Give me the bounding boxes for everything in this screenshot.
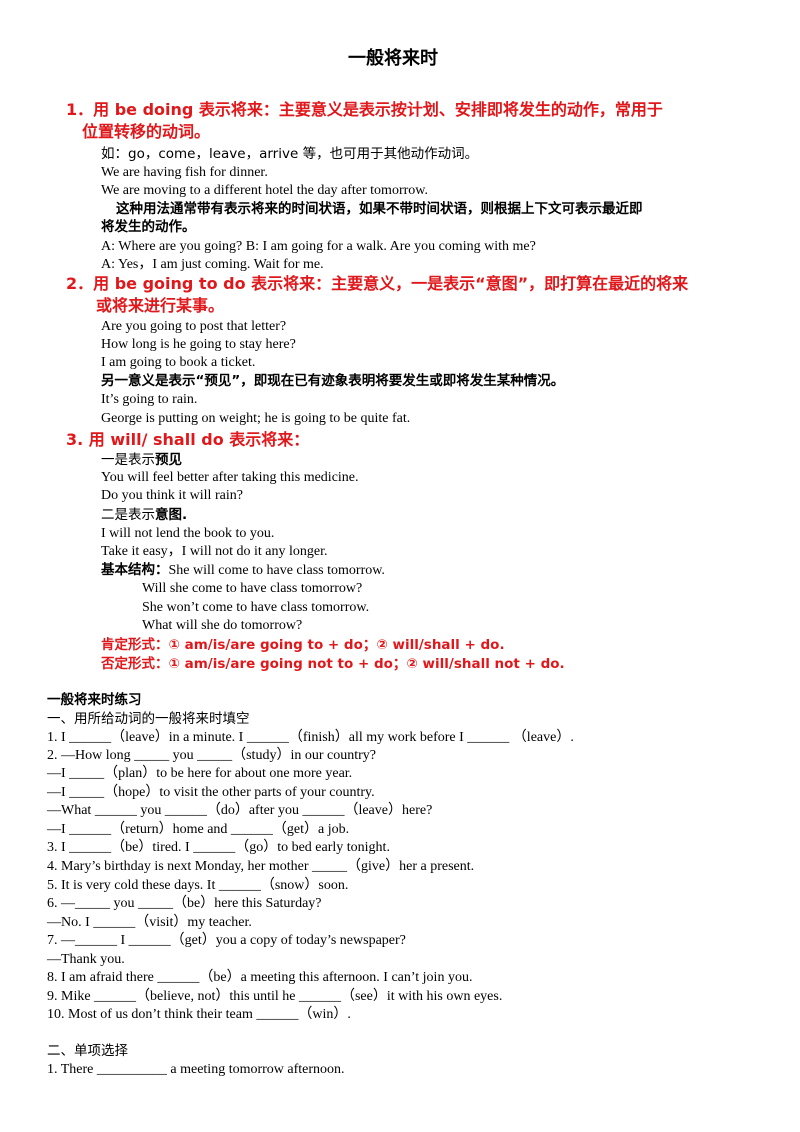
section2-example-5: George is putting on weight; he is going… [101,411,411,426]
section3-example-2: Do you think it will rain? [101,488,243,503]
section3-example-3: I will not lend the book to you. [101,526,275,541]
section2-example-4: It’s going to rain. [101,392,198,407]
section3-basic-structure: 基本结构：She will come to have class tomorro… [101,561,385,580]
exercise-line: —No. I ______（visit）my teacher. [47,915,252,930]
exercise-line: —I _____（plan）to be here for about one m… [47,766,353,781]
section2-example-2: How long is he going to stay here? [101,337,296,352]
exercise-line: 6. —_____ you _____（be）here this Saturda… [47,896,322,911]
exercise-line: —I ______（return）home and ______（get）a j… [47,822,350,837]
section2-example-1: Are you going to post that letter? [101,319,287,334]
section3-prediction-label: 一是表示预见 [101,451,182,469]
section3-heading: 3. 用 will/ shall do 表示将来： [66,430,310,449]
basic-structure-2: Will she come to have class tomorrow? [142,581,363,596]
section1-example-1: We are having fish for dinner. [101,165,268,180]
prediction-prefix: 一是表示 [101,452,155,468]
exercise-line: 4. Mary’s birthday is next Monday, her m… [47,859,475,874]
section2-example-3: I am going to book a ticket. [101,355,256,370]
section2-heading-cont: 或将来进行某事。 [96,296,225,315]
page-title: 一般将来时 [348,48,438,69]
exercise-line: 1. I ______（leave）in a minute. I ______（… [47,730,574,745]
exercise-line: 5. It is very cold these days. It ______… [47,878,349,893]
section1-heading-cont: 位置转移的动词。 [82,122,211,141]
exercise-line: —Thank you. [47,952,125,967]
basic-structure-4: What will she do tomorrow? [142,618,303,633]
part2-title: 二、单项选择 [47,1043,128,1059]
exercise-line: 10. Most of us don’t think their team __… [47,1007,351,1022]
exercise-line: 2. —How long _____ you _____（study）in ou… [47,748,376,763]
exercise-line: 7. —______ I ______（get）you a copy of to… [47,933,406,948]
section1-dialog-a: A: Where are you going? B: I am going fo… [101,239,536,254]
section2-heading: 2．用 be going to do 表示将来：主要意义，一是表示“意图”，即打… [66,274,689,293]
section3-example-4: Take it easy，I will not do it any longer… [101,544,328,559]
basic-structure-3: She won’t come to have class tomorrow. [142,600,370,615]
basic-structure-1: She will come to have class tomorrow. [168,563,385,578]
exercise-line: 8. I am afraid there ______（be）a meeting… [47,970,473,985]
section1-note-cont: 将发生的动作。 [101,219,196,235]
intention-keyword: 意图. [155,507,188,523]
multiple-choice-1: 1. There __________ a meeting tomorrow a… [47,1062,345,1077]
section1-dialog-b: A: Yes，I am just coming. Wait for me. [101,257,324,272]
exercise-line: 9. Mike ______（believe, not）this until h… [47,989,503,1004]
exercise-line: —I _____（hope）to visit the other parts o… [47,785,375,800]
part1-title: 一、用所给动词的一般将来时填空 [47,711,250,727]
section3-intention-label: 二是表示意图. [101,506,187,524]
prediction-keyword: 预见 [155,452,182,468]
exercise-line: —What ______ you ______（do）after you ___… [47,803,433,818]
section2-note: 另一意义是表示“预见”，即现在已有迹象表明将要发生或即将发生某种情况。 [101,373,565,389]
basic-structure-label: 基本结构： [101,562,169,578]
practice-title: 一般将来时练习 [47,692,142,708]
intention-prefix: 二是表示 [101,507,155,523]
section3-example-1: You will feel better after taking this m… [101,470,359,485]
section1-heading: 1．用 be doing 表示将来：主要意义是表示按计划、安排即将发生的动作，常… [66,100,663,119]
exercise-line: 3. I ______（be）tired. I ______（go）to bed… [47,840,390,855]
section1-examples-verbs: 如：go，come，leave，arrive 等，也可用于其他动作动词。 [101,146,479,162]
affirmative-form: 肯定形式：① am/is/are going to + do；② will/sh… [101,637,505,653]
section1-example-2: We are moving to a different hotel the d… [101,183,428,198]
negative-form: 否定形式：① am/is/are going not to + do；② wil… [101,656,565,672]
section1-note: 这种用法通常带有表示将来的时间状语，如果不带时间状语，则根据上下文可表示最近即 [116,201,643,217]
